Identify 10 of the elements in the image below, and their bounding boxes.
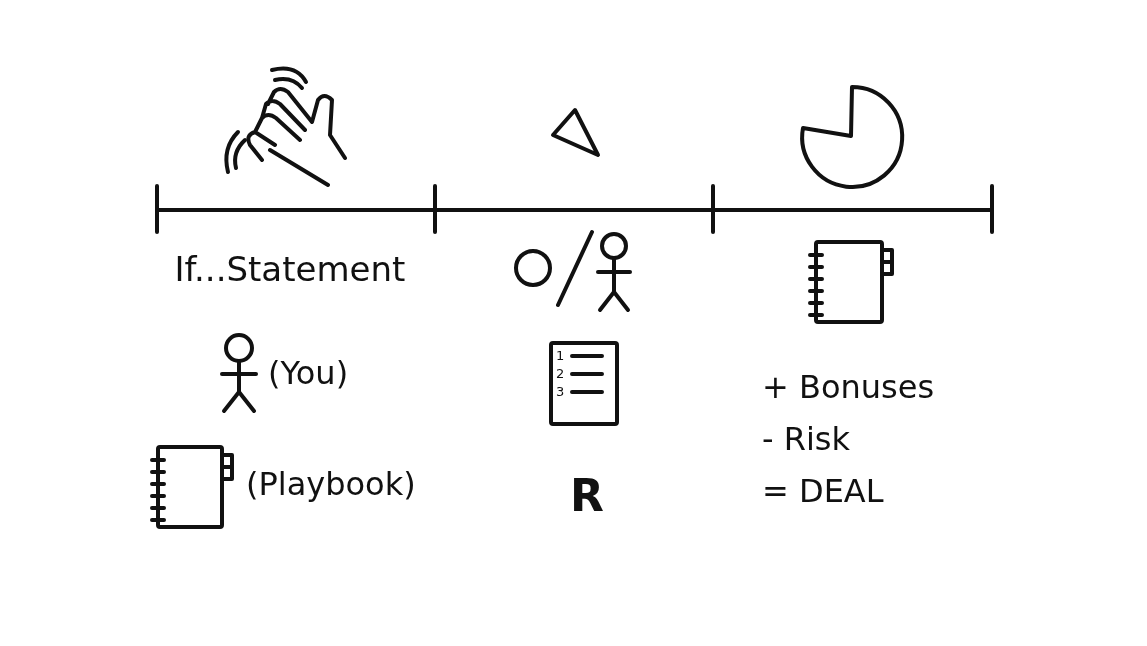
list-number: 2 xyxy=(556,367,565,380)
risk-text: - Risk xyxy=(762,423,851,455)
deal-text: = DEAL xyxy=(762,475,884,507)
role-text: (You) xyxy=(268,357,349,389)
letter-mark: R xyxy=(570,474,604,518)
list-number: 1 xyxy=(556,349,565,362)
bonuses-text: + Bonuses xyxy=(762,371,935,403)
list-number: 3 xyxy=(556,385,565,398)
playbook-text: (Playbook) xyxy=(246,468,416,500)
statement-text: If...Statement xyxy=(174,252,406,286)
